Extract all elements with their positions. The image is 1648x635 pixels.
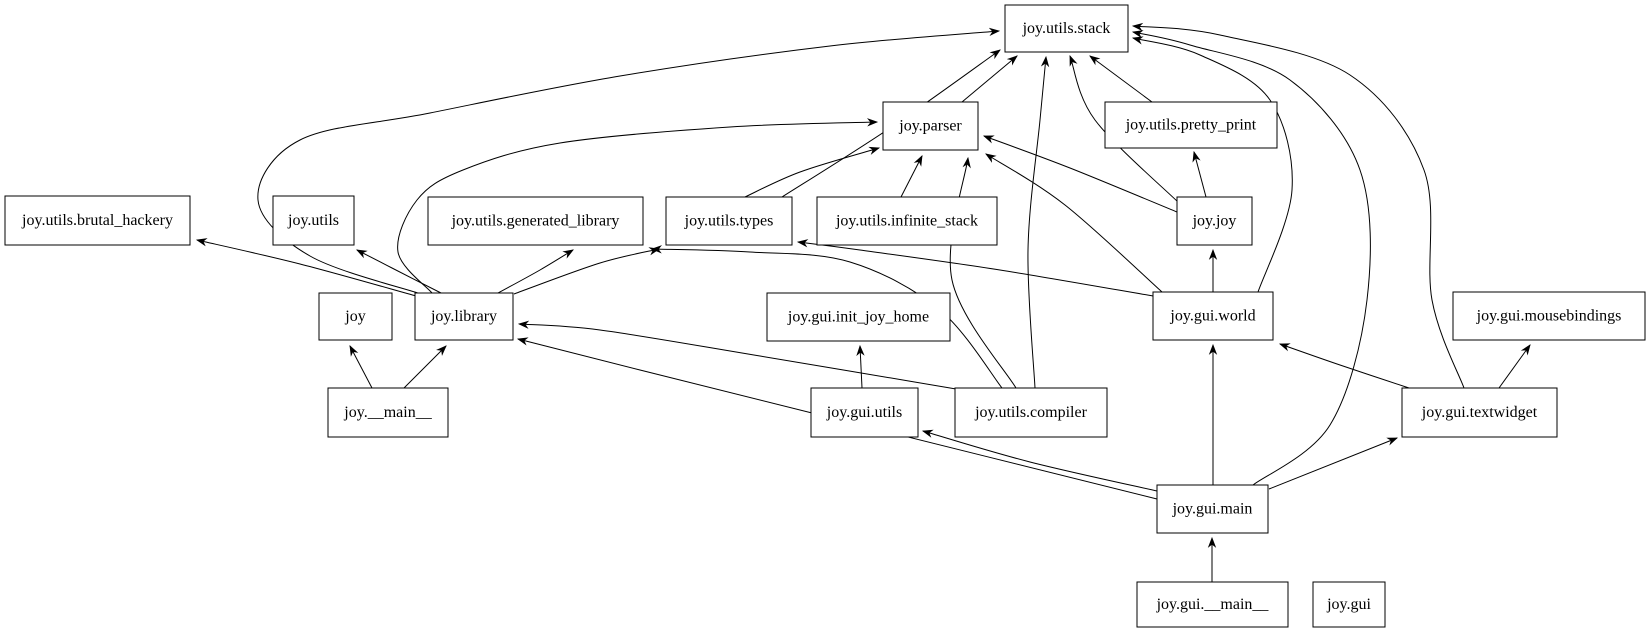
node-world: joy.gui.world [1152, 291, 1274, 341]
node-label-pretty_print: joy.utils.pretty_print [1125, 117, 1257, 134]
edge-gui_main-to-library [516, 337, 1158, 500]
node-label-generated_library: joy.utils.generated_library [451, 213, 620, 230]
node-label-gui_main: joy.gui.main [1172, 501, 1253, 518]
edge-library-to-brutal_hackery [195, 238, 417, 297]
node-label-joyjoy: joy.joy [1192, 213, 1237, 230]
node-box-mousebindings [1452, 291, 1646, 341]
edge-parser-to-stack [961, 55, 1018, 103]
edge-textwidget-to-mousebindings [1498, 344, 1531, 389]
node-label-infinite_stack: joy.utils.infinite_stack [835, 213, 978, 230]
node-gui_utils: joy.gui.utils [810, 387, 919, 438]
edge-compiler-to-parser [949, 156, 1017, 389]
edge-textwidget-to-world [1278, 343, 1410, 389]
node-box-joy [318, 292, 393, 341]
edge-main-to-library [403, 345, 447, 389]
node-joy: joy [318, 292, 393, 341]
edge-textwidget-to-stack [1131, 22, 1465, 389]
node-box-types [665, 196, 793, 246]
edge-layer [195, 22, 1531, 582]
node-box-gui [1312, 581, 1386, 628]
node-label-gui_dunder_main: joy.gui.__main__ [1156, 596, 1270, 613]
node-mousebindings: joy.gui.mousebindings [1452, 291, 1646, 341]
node-utils: joy.utils [272, 195, 355, 246]
edge-gui_main-to-stack [1131, 30, 1371, 486]
node-box-gui_utils [810, 387, 919, 438]
node-box-infinite_stack [816, 196, 998, 246]
node-label-gui: joy.gui [1326, 596, 1371, 613]
node-gui_main: joy.gui.main [1156, 484, 1269, 534]
node-pretty_print: joy.utils.pretty_print [1104, 101, 1278, 149]
node-box-textwidget [1401, 387, 1558, 438]
node-box-parser [882, 101, 979, 151]
edge-types-to-parser [744, 146, 881, 198]
node-label-gui_utils: joy.gui.utils [826, 404, 902, 421]
node-label-world: joy.gui.world [1169, 308, 1255, 325]
node-box-library [414, 292, 514, 341]
node-label-utils: joy.utils [287, 212, 339, 229]
node-box-init_joy_home [766, 292, 951, 342]
edge-compiler-to-library [517, 320, 957, 390]
node-label-types: joy.utils.types [684, 213, 774, 230]
edge-library-to-types [513, 247, 661, 295]
node-box-compiler [954, 387, 1108, 438]
node-library: joy.library [414, 292, 514, 341]
edge-compiler-to-stack [1027, 55, 1050, 389]
node-generated_library: joy.utils.generated_library [427, 196, 644, 246]
edge-gui_utils-to-init_joy_home [856, 344, 865, 389]
edge-main-to-joy [349, 345, 373, 389]
node-box-pretty_print [1104, 101, 1278, 149]
node-label-init_joy_home: joy.gui.init_joy_home [787, 309, 929, 326]
node-stack: joy.utils.stack [1004, 4, 1129, 53]
edge-library-to-utils [356, 249, 442, 294]
edge-library-to-parser [397, 118, 879, 294]
edge-gui_main-to-textwidget [1268, 437, 1399, 490]
node-box-joyjoy [1176, 196, 1253, 246]
node-gui: joy.gui [1312, 581, 1386, 628]
node-types: joy.utils.types [665, 196, 793, 246]
node-joyjoy: joy.joy [1176, 196, 1253, 246]
node-label-mousebindings: joy.gui.mousebindings [1476, 308, 1622, 325]
edge-library-to-generated_library [497, 249, 574, 294]
node-gui_dunder_main: joy.gui.__main__ [1136, 581, 1289, 628]
edge-world-to-stack [1131, 36, 1293, 293]
node-init_joy_home: joy.gui.init_joy_home [766, 292, 951, 342]
node-label-main: joy.__main__ [343, 404, 432, 421]
edge-library-to-stack [257, 27, 1001, 295]
edge-world-to-types [796, 239, 1154, 297]
edge-joyjoy-to-parser [982, 135, 1178, 213]
node-compiler: joy.utils.compiler [954, 387, 1108, 438]
node-main: joy.__main__ [327, 387, 449, 438]
node-box-generated_library [427, 196, 644, 246]
node-label-stack: joy.utils.stack [1022, 20, 1111, 37]
node-label-textwidget: joy.gui.textwidget [1421, 404, 1538, 421]
node-textwidget: joy.gui.textwidget [1401, 387, 1558, 438]
node-layer: joy.utils.stack joy.parser joy.utils.prett… [4, 4, 1646, 628]
edge-world-to-parser [985, 153, 1163, 293]
edge-joyjoy-to-stack [1069, 54, 1180, 204]
node-box-brutal_hackery [4, 195, 191, 246]
node-infinite_stack: joy.utils.infinite_stack [816, 196, 998, 246]
node-label-library: joy.library [430, 308, 497, 325]
node-parser: joy.parser [882, 101, 979, 151]
node-box-stack [1004, 4, 1129, 53]
node-label-brutal_hackery: joy.utils.brutal_hackery [21, 212, 173, 229]
edge-pretty_print-to-stack [1089, 55, 1153, 103]
edge-compiler-to-generated_library [650, 245, 1003, 389]
node-label-parser: joy.parser [898, 118, 962, 135]
edge-infinite_stack-to-parser [900, 155, 923, 198]
node-box-gui_dunder_main [1136, 581, 1289, 628]
edge-joyjoy-to-pretty_print [1192, 150, 1207, 198]
node-box-world [1152, 291, 1274, 341]
node-label-joy: joy [344, 308, 365, 325]
node-box-main [327, 387, 449, 438]
node-box-utils [272, 195, 355, 246]
node-label-compiler: joy.utils.compiler [974, 404, 1088, 421]
edge-gui_main-to-gui_utils [921, 429, 1158, 492]
node-box-gui_main [1156, 484, 1269, 534]
node-brutal_hackery: joy.utils.brutal_hackery [4, 195, 191, 246]
